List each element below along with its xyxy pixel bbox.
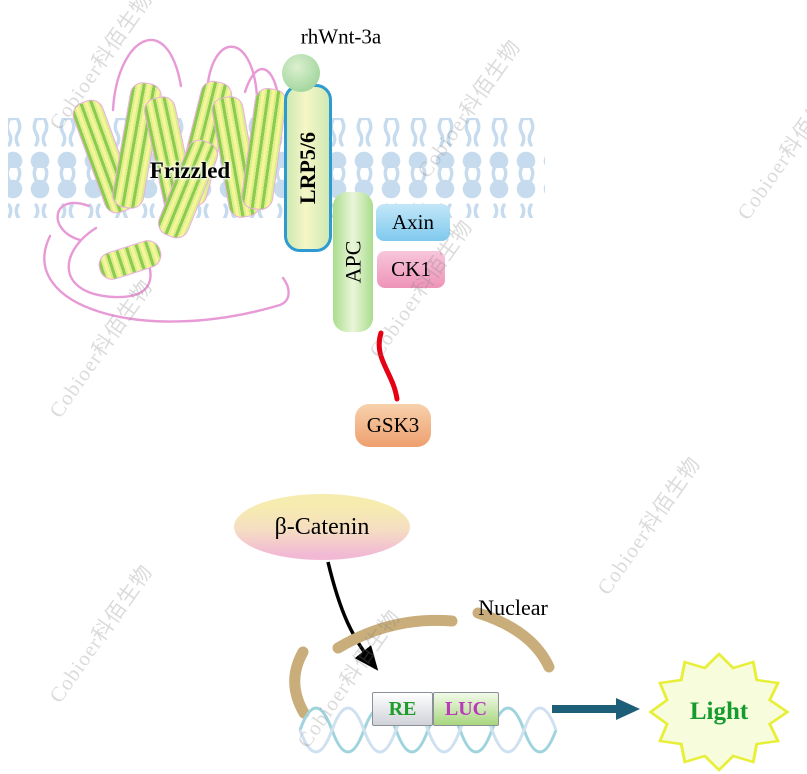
nuclear-label: Nuclear [478, 595, 548, 620]
re-label: RE [388, 697, 417, 720]
light-arrow [552, 698, 640, 720]
frizzled-label: Frizzled [149, 158, 231, 183]
beta-catenin-label: β-Catenin [274, 513, 370, 540]
beta-catenin-ellipse: β-Catenin [234, 494, 410, 560]
gsk3-label: GSK3 [366, 413, 420, 437]
light-label: Light [689, 698, 749, 725]
beta-catenin-arrow [326, 561, 379, 671]
ck1-label: CK1 [391, 257, 431, 281]
lrp5-6-label: LRP5/6 [295, 131, 320, 205]
ck1-box: CK1 [377, 251, 445, 288]
axin-box: Axin [376, 204, 450, 241]
lrp5-6-receptor: LRP5/6 [284, 84, 332, 252]
luc-label: LUC [444, 697, 488, 720]
ligand-label: rhWnt-3a [300, 24, 382, 49]
inhibition-arrow-red [376, 330, 400, 402]
gsk3-box: GSK3 [355, 404, 431, 447]
wnt3a-ligand-circle [282, 54, 320, 92]
dna-helix [298, 706, 558, 754]
frizzled-loops [43, 38, 290, 323]
nuclear-envelope-arc [289, 607, 555, 719]
apc-box: APC [333, 192, 373, 332]
luc-box: LUC [433, 692, 499, 726]
re-box: RE [372, 692, 433, 726]
axin-label: Axin [392, 210, 434, 234]
apc-label: APC [340, 240, 366, 284]
light-starburst [648, 652, 790, 772]
